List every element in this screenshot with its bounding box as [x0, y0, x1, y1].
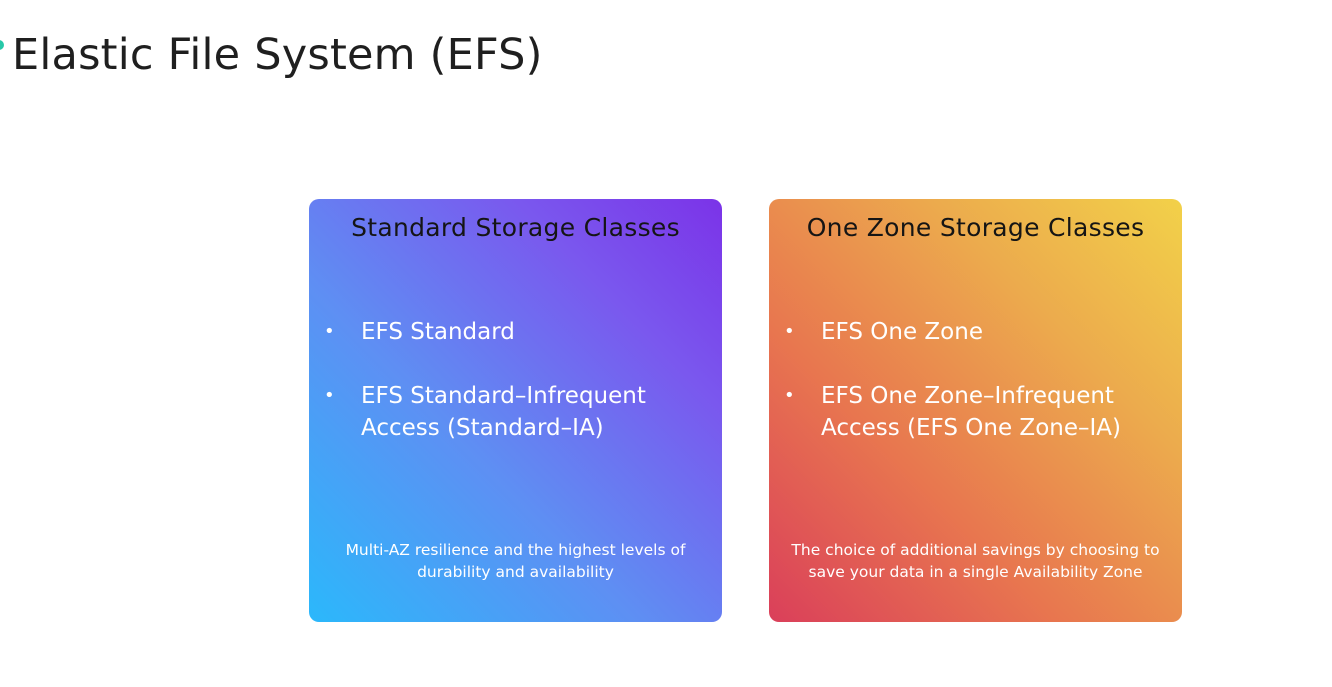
list-item: • EFS One Zone–Infrequent Access (EFS On… [784, 380, 1164, 444]
card-title: Standard Storage Classes [351, 213, 680, 242]
page-title: Elastic File System (EFS) [12, 30, 543, 80]
list-item-label: EFS One Zone–Infrequent Access (EFS One … [821, 383, 1121, 441]
list-item-label: EFS Standard–Infrequent Access (Standard… [361, 383, 646, 441]
card-note: The choice of additional savings by choo… [791, 541, 1160, 581]
card-note: Multi-AZ resilience and the highest leve… [345, 541, 686, 581]
one-zone-storage-card: One Zone Storage Classes • EFS One Zone … [769, 199, 1182, 622]
standard-storage-card: Standard Storage Classes • EFS Standard … [309, 199, 722, 622]
bullet-icon: • [324, 321, 335, 342]
bullet-icon: • [784, 321, 795, 342]
bullet-icon: • [324, 385, 335, 406]
list-item-label: EFS One Zone [821, 319, 983, 345]
bullet-icon: • [784, 385, 795, 406]
list-item: • EFS Standard [324, 316, 704, 348]
storage-class-list: • EFS Standard • EFS Standard–Infrequent… [324, 316, 704, 476]
card-title: One Zone Storage Classes [806, 213, 1145, 242]
title-accent-dot [0, 40, 4, 50]
storage-class-list: • EFS One Zone • EFS One Zone–Infrequent… [784, 316, 1164, 476]
list-item: • EFS Standard–Infrequent Access (Standa… [324, 380, 704, 444]
list-item: • EFS One Zone [784, 316, 1164, 348]
list-item-label: EFS Standard [361, 319, 515, 345]
